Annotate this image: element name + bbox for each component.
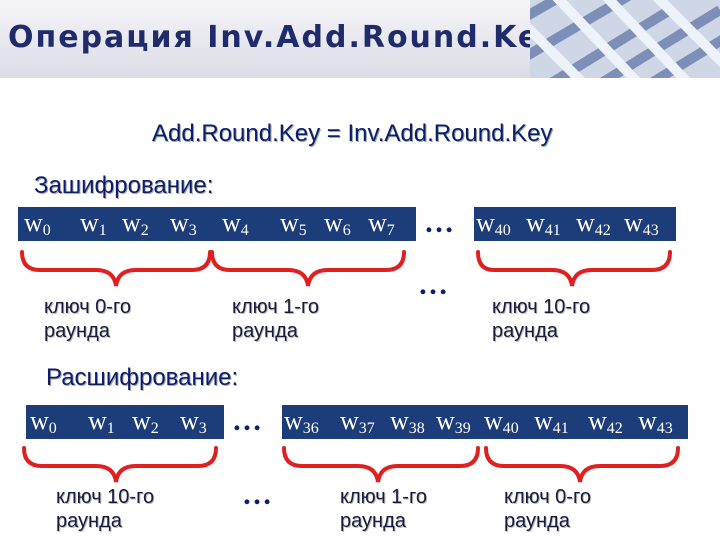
encryption-word-bar-right: w40 w41 w42 w43 bbox=[474, 207, 676, 241]
dec-word-1: w1 bbox=[88, 406, 115, 437]
subtitle-equation: Add.Round.Key = Inv.Add.Round.Key bbox=[152, 120, 553, 147]
dec-word-41: w41 bbox=[534, 406, 569, 437]
dec-word-43: w43 bbox=[638, 406, 673, 437]
dec-word-39: w39 bbox=[436, 406, 471, 437]
dec-bar-ellipsis: … bbox=[232, 404, 262, 437]
dec-brace-round-1 bbox=[282, 446, 480, 483]
enc-word-3: w3 bbox=[170, 208, 197, 239]
enc-word-6: w6 bbox=[324, 208, 351, 239]
dec-word-0: w0 bbox=[30, 406, 57, 437]
dec-word-3: w3 bbox=[180, 406, 207, 437]
header: Операция Inv.Add.Round.Key bbox=[0, 0, 720, 78]
dec-brace-round-0 bbox=[484, 446, 680, 483]
enc-bar-ellipsis: … bbox=[424, 206, 454, 239]
enc-word-7: w7 bbox=[368, 208, 395, 239]
dec-word-42: w42 bbox=[588, 406, 623, 437]
decryption-heading: Расшифрование: bbox=[46, 364, 239, 391]
enc-word-43: w43 bbox=[624, 208, 659, 239]
dec-word-37: w37 bbox=[340, 406, 375, 437]
enc-word-42: w42 bbox=[576, 208, 611, 239]
woven-logo-icon bbox=[530, 0, 720, 78]
dec-label-ellipsis: … bbox=[242, 478, 272, 511]
enc-label-ellipsis: … bbox=[418, 268, 448, 301]
enc-brace-round-0 bbox=[20, 250, 212, 287]
enc-word-40: w40 bbox=[476, 208, 511, 239]
enc-word-5: w5 bbox=[280, 208, 307, 239]
enc-word-0: w0 bbox=[24, 208, 51, 239]
encryption-heading: Зашифрование: bbox=[34, 172, 214, 199]
encryption-word-bar-left: w0 w1 w2 w3 w4 w5 w6 w7 bbox=[18, 207, 416, 241]
enc-word-4: w4 bbox=[222, 208, 249, 239]
dec-word-2: w2 bbox=[132, 406, 159, 437]
decryption-word-bar-right: w36 w37 w38 w39 w40 w41 w42 w43 bbox=[282, 405, 688, 439]
dec-word-36: w36 bbox=[284, 406, 319, 437]
enc-brace-round-10 bbox=[476, 250, 672, 287]
enc-word-41: w41 bbox=[526, 208, 561, 239]
enc-word-1: w1 bbox=[80, 208, 107, 239]
enc-brace-round-1 bbox=[210, 250, 406, 287]
dec-brace-round-10 bbox=[22, 446, 218, 483]
dec-word-40: w40 bbox=[484, 406, 519, 437]
enc-word-2: w2 bbox=[122, 208, 149, 239]
page-title: Операция Inv.Add.Round.Key bbox=[8, 20, 562, 55]
decryption-word-bar-left: w0 w1 w2 w3 bbox=[26, 405, 224, 439]
dec-word-38: w38 bbox=[390, 406, 425, 437]
